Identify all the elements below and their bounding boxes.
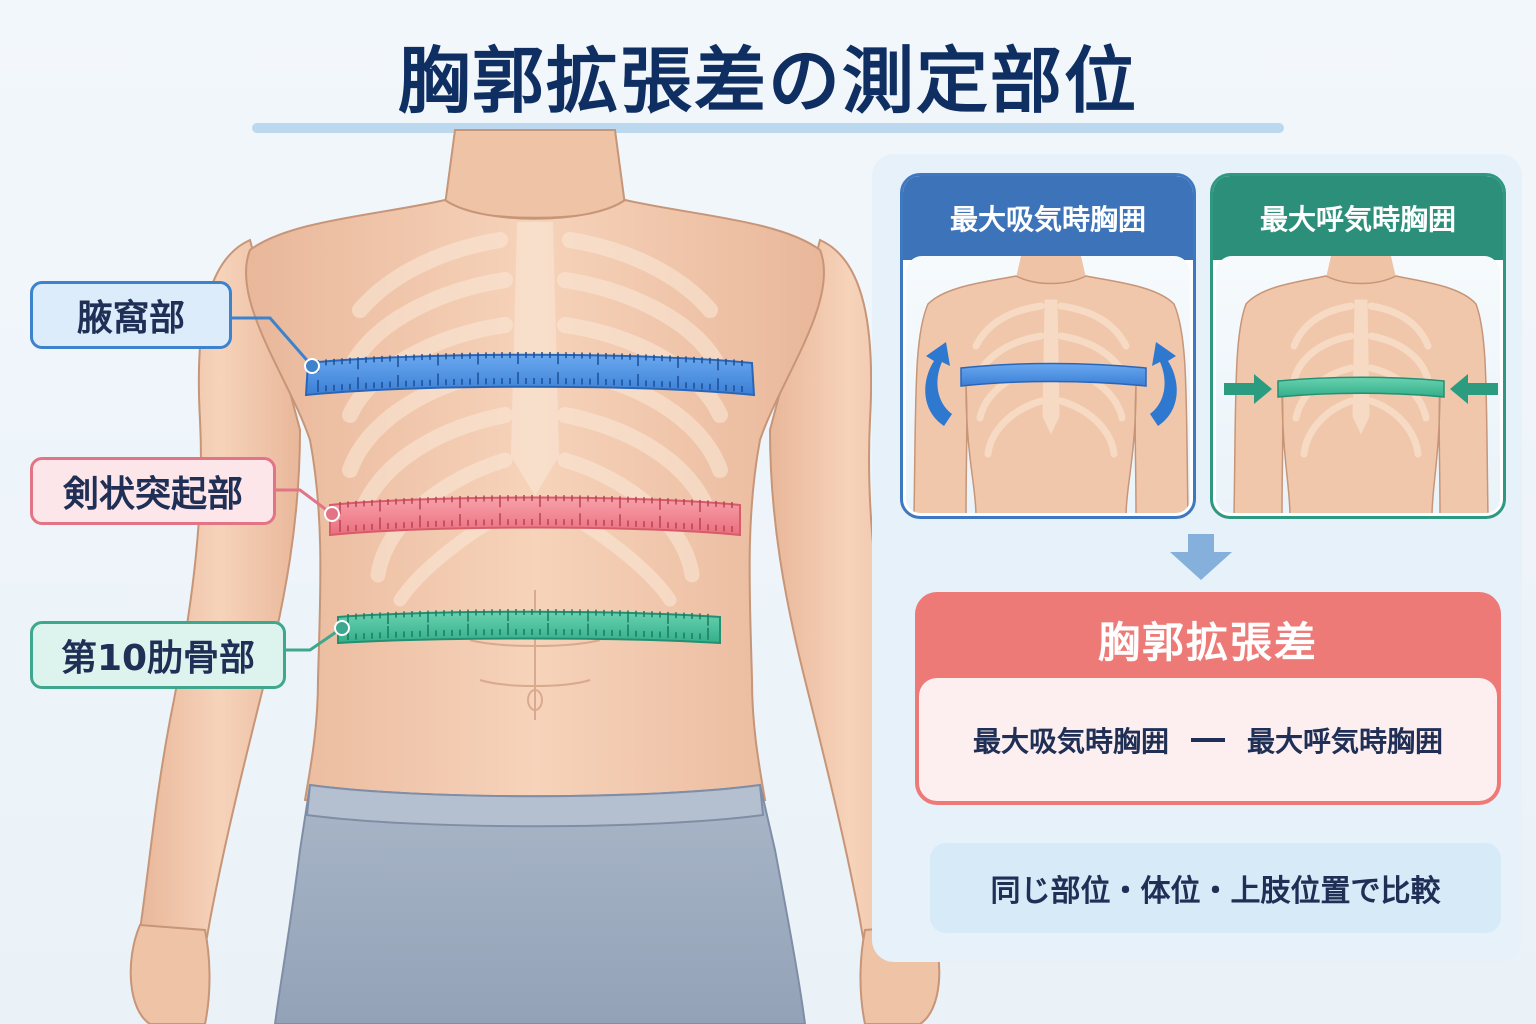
result-title: 胸郭拡張差	[1097, 617, 1318, 667]
leader-lines	[232, 316, 350, 652]
card-expiration-title: 最大呼気時胸囲	[1213, 176, 1503, 260]
tape-xiphoid	[329, 495, 741, 537]
callout-axilla: 腋窩部	[30, 281, 232, 349]
left-hand	[129, 923, 211, 1024]
page-title: 胸郭拡張差の測定部位	[397, 39, 1138, 123]
arrow-down-icon	[1170, 534, 1232, 580]
comparison-note: 同じ部位・体位・上肢位置で比較	[930, 843, 1501, 933]
card-inspiration-title: 最大吸気時胸囲	[903, 176, 1193, 260]
minus-icon	[1191, 737, 1225, 742]
abdomen-lines	[469, 590, 601, 720]
formula-subtrahend: 最大呼気時胸囲	[1247, 724, 1444, 758]
tape-rib10	[337, 609, 721, 645]
result-formula: 最大吸気時胸囲 最大呼気時胸囲	[919, 678, 1497, 801]
card-expiration-illustration	[1216, 256, 1500, 513]
card-inspiration-illustration	[906, 256, 1190, 513]
formula-minuend: 最大吸気時胸囲	[972, 724, 1169, 758]
waistband	[305, 783, 765, 828]
arrow-inward-icon	[1224, 374, 1498, 404]
card-expiration: 最大呼気時胸囲	[1210, 173, 1506, 519]
tape-axilla	[304, 352, 756, 397]
curved-arrow-up-icon	[925, 342, 1177, 426]
card-inspiration: 最大吸気時胸囲	[900, 173, 1196, 519]
callout-rib10: 第10肋骨部	[30, 621, 286, 689]
callout-xiphoid: 剣状突起部	[30, 457, 276, 525]
title-underline	[252, 123, 1284, 133]
result-box: 胸郭拡張差 最大吸気時胸囲 最大呼気時胸囲	[915, 592, 1501, 805]
neck	[443, 129, 627, 219]
